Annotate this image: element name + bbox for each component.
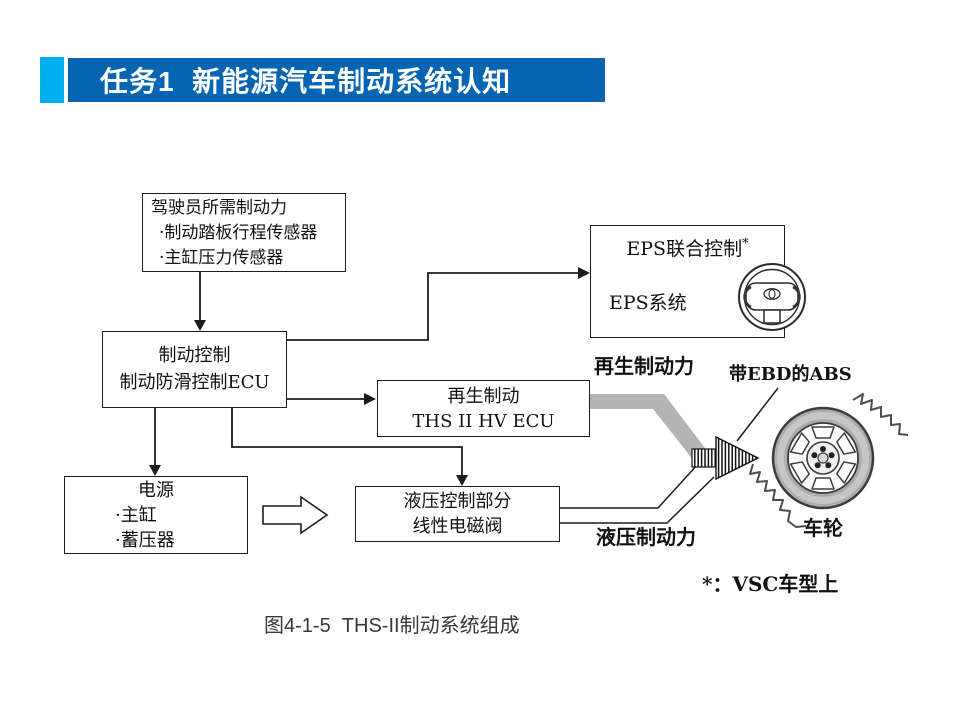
regen-force-band xyxy=(590,394,705,461)
arrowhead-icon xyxy=(149,465,161,476)
box-hydraulic-control: 液压控制部分 线性电磁阀 xyxy=(355,486,560,542)
box-eps-system: EPS联合控制* EPS系统 xyxy=(590,225,785,338)
box-item: ·制动踏板行程传感器 xyxy=(159,223,318,243)
box-item: ·主缸压力传感器 xyxy=(159,248,284,268)
label-regen-braking-force: 再生制动力 xyxy=(594,354,694,378)
arrowhead-icon xyxy=(364,393,376,405)
box-driver-brake-force: 驾驶员所需制动力 ·制动踏板行程传感器 ·主缸压力传感器 xyxy=(142,193,346,272)
box-line: 制动防滑控制ECU xyxy=(119,372,270,393)
box-regenerative-braking: 再生制动 THS II HV ECU xyxy=(377,380,590,437)
header-accent-bar xyxy=(40,57,64,103)
label-wheel: 车轮 xyxy=(803,516,843,540)
label-abs-with-ebd: 带EBD的ABS xyxy=(729,364,852,385)
label-hydraulic-braking-force: 液压制动力 xyxy=(596,525,696,549)
hollow-arrow-icon xyxy=(262,495,329,535)
connector-ecu-to-eps xyxy=(287,272,580,341)
speed-squiggle-icon xyxy=(852,393,909,436)
figure-caption: 图4-1-5 THS-II制动系统组成 xyxy=(264,615,520,637)
footnote-asterisk: * xyxy=(742,236,749,252)
page-title: 任务1 新能源汽车制动系统认知 xyxy=(100,66,512,97)
box-title: 驾驶员所需制动力 xyxy=(151,198,287,218)
hatched-arrow-icon xyxy=(691,435,760,481)
header-banner: 任务1 新能源汽车制动系统认知 xyxy=(68,58,605,102)
hydraulic-pipe-line xyxy=(560,463,699,509)
box-brake-control-ecu: 制动控制 制动防滑控制ECU xyxy=(102,331,287,408)
box-item: ·蓄压器 xyxy=(115,530,175,551)
car-wheel-icon xyxy=(771,406,875,510)
box-line: 再生制动 xyxy=(447,386,520,407)
box-item: ·主缸 xyxy=(115,505,157,526)
arrowhead-icon xyxy=(456,475,468,486)
arrowhead-icon xyxy=(194,320,206,331)
box-line: THS II HV ECU xyxy=(412,411,555,432)
hydraulic-pipe-line xyxy=(560,476,715,524)
box-line: 液压控制部分 xyxy=(403,491,512,512)
box-line: 线性电磁阀 xyxy=(412,516,503,537)
label-vsc-footnote: *：VSC车型上 xyxy=(702,572,839,596)
box-power-supply: 电源 ·主缸 ·蓄压器 xyxy=(64,476,248,554)
box-title: 电源 xyxy=(138,480,174,501)
eps-system-label: EPS系统 xyxy=(609,292,687,314)
box-line: 制动控制 xyxy=(158,345,231,366)
box-title: EPS联合控制* xyxy=(626,236,749,260)
abs-leader-line xyxy=(736,387,779,442)
arrowhead-icon xyxy=(578,267,590,279)
